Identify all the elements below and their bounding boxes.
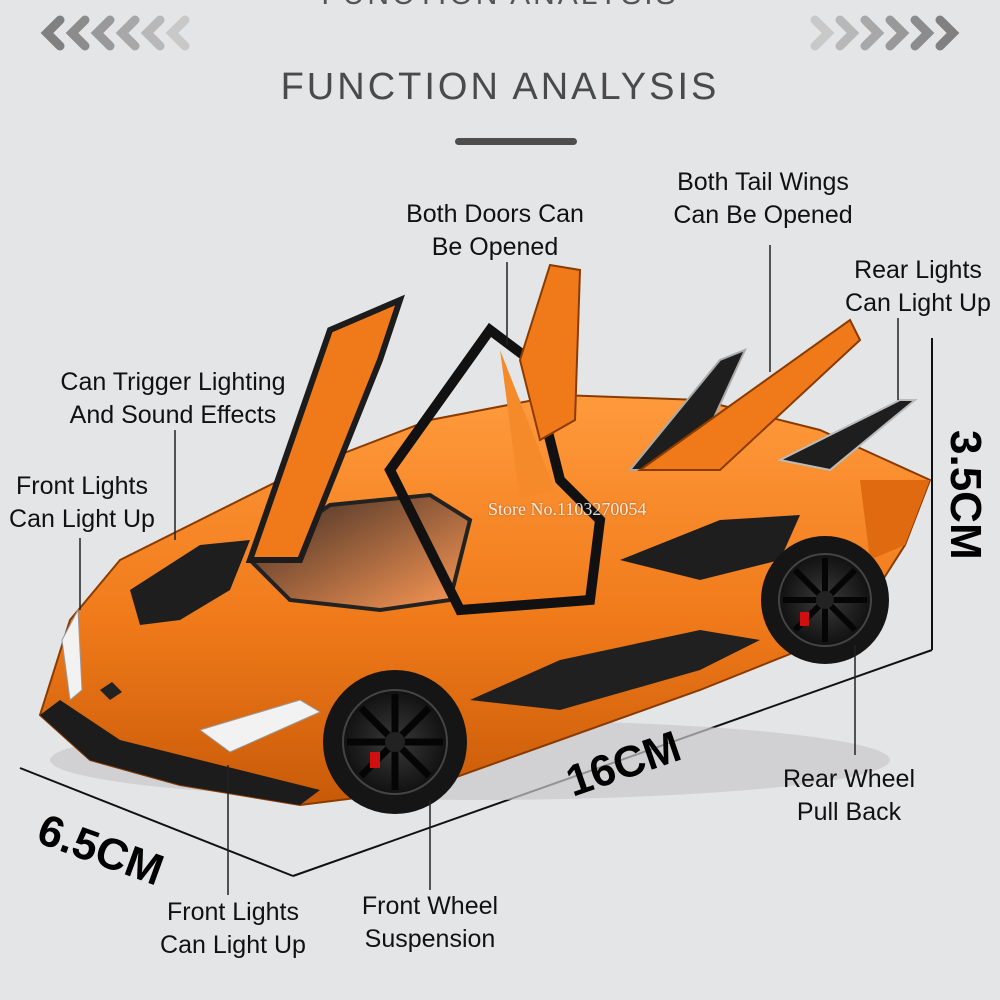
label-rear-lights: Rear Lights Can Light Up — [836, 254, 1000, 320]
front-wheel-icon — [323, 670, 467, 814]
label-front-lights-bottom-line1: Front Lights — [166, 898, 299, 926]
label-trigger: Can Trigger Lighting And Sound Effects — [44, 366, 302, 432]
label-front-wheel: Front Wheel Suspension — [348, 890, 512, 956]
dimension-height: 3.5CM — [941, 430, 990, 560]
label-rear-wheel-line2: Pull Back — [796, 798, 902, 826]
label-tail-wings-line1: Both Tail Wings — [677, 168, 849, 196]
store-watermark: Store No.1103270054 — [488, 499, 647, 519]
label-tail-wings-line2: Can Be Opened — [673, 201, 853, 229]
label-front-wheel-line1: Front Wheel — [361, 892, 499, 920]
rear-wheel-icon — [761, 536, 889, 664]
label-rear-wheel: Rear Wheel Pull Back — [768, 763, 930, 829]
callout-lines — [79, 245, 899, 895]
chevrons-left-icon — [40, 15, 190, 51]
title-underline — [455, 138, 577, 145]
cut-off-heading: FUNCTION ANALYSIS — [0, 0, 1000, 12]
label-front-wheel-line2: Suspension — [364, 925, 496, 953]
label-trigger-line1: Can Trigger Lighting — [60, 368, 286, 396]
label-tail-wings: Both Tail Wings Can Be Opened — [658, 166, 868, 232]
label-rear-lights-line2: Can Light Up — [845, 289, 991, 317]
label-front-lights-top-line2: Can Light Up — [9, 505, 155, 533]
label-doors-line1: Both Doors Can — [406, 200, 584, 228]
label-front-lights-bottom: Front Lights Can Light Up — [146, 896, 320, 962]
label-front-lights-top-line1: Front Lights — [15, 472, 148, 500]
label-trigger-line2: And Sound Effects — [69, 401, 277, 429]
car-model-image — [38, 263, 932, 814]
label-rear-lights-line1: Rear Lights — [854, 256, 982, 284]
label-front-lights-bottom-line2: Can Light Up — [160, 931, 306, 959]
label-front-lights-top: Front Lights Can Light Up — [0, 470, 164, 536]
label-doors-line2: Be Opened — [431, 233, 559, 261]
page-title: FUNCTION ANALYSIS — [280, 66, 720, 108]
chevrons-right-icon — [810, 15, 960, 51]
label-doors: Both Doors Can Be Opened — [392, 198, 598, 264]
label-rear-wheel-line1: Rear Wheel — [783, 765, 915, 793]
